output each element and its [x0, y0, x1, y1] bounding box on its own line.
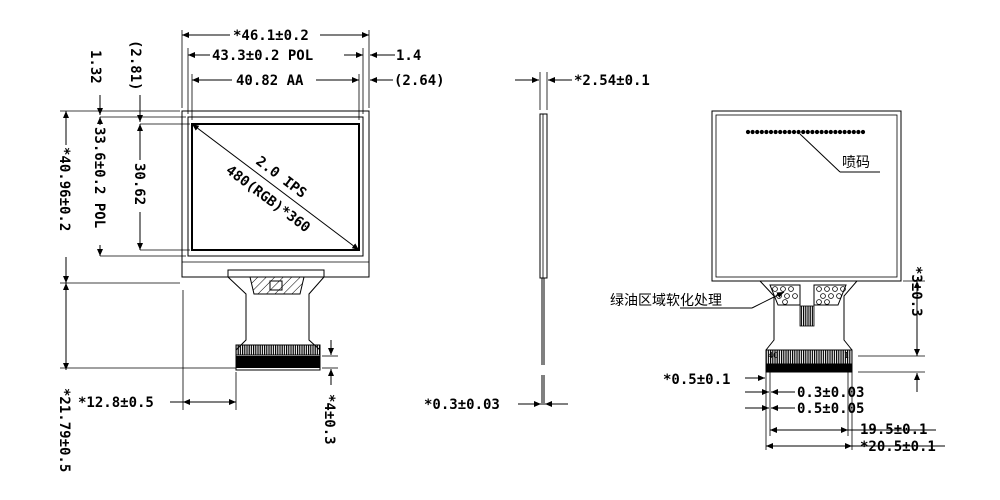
- code-dot: [856, 129, 861, 135]
- green-oil-dot: [824, 299, 830, 305]
- green-oil-dot: [784, 293, 790, 299]
- dim-pol-height: 33.6±0.2 POL: [91, 127, 107, 228]
- dim-overall-width: *46.1±0.2: [233, 28, 309, 44]
- dim-pins-span: 19.5±0.1: [860, 422, 927, 438]
- code-dot: [810, 129, 815, 135]
- fpc-contact-pins: [235, 344, 321, 356]
- fpc-hatch-area: [249, 276, 305, 295]
- green-oil-dot: [824, 286, 830, 292]
- code-dot: [805, 129, 810, 135]
- fpc-stiffener: [236, 356, 320, 368]
- code-dot: [764, 129, 769, 135]
- code-dot: [778, 129, 783, 135]
- green-oil-dot: [788, 286, 794, 292]
- front-view: 2.0 IPS 480(RGB)*360 *46.1±0.2 43.3±0.2 …: [56, 26, 445, 472]
- dim-stiffener: *4±0.3: [321, 394, 337, 445]
- green-oil-dot: [832, 286, 838, 292]
- code-dot: [819, 129, 824, 135]
- code-dot: [833, 129, 838, 135]
- dim-pol-width: 43.3±0.2 POL: [212, 48, 313, 64]
- dim-fpc-total: *20.5±0.1: [860, 439, 936, 455]
- dim-overall-height: *40.96±0.2: [56, 147, 72, 231]
- code-dot: [837, 129, 843, 135]
- code-dot: [814, 129, 820, 135]
- dim-fpc-thickness: *0.3±0.03: [424, 397, 500, 413]
- dim-pitch-tol: *0.5±0.1: [663, 372, 730, 388]
- code-dot: [745, 129, 751, 135]
- green-oil-dot: [836, 293, 842, 299]
- code-dot: [847, 129, 852, 135]
- green-oil-dot: [840, 286, 846, 292]
- code-dot: [773, 129, 778, 135]
- dim-aa-offset: (2.64): [394, 73, 445, 89]
- polarizer-outline: [187, 116, 364, 257]
- code-dot: [828, 129, 833, 135]
- code-dot: [860, 129, 866, 135]
- green-oil-label: 绿油区域软化处理: [610, 293, 722, 309]
- dim-top-offset-paren: (2.81): [127, 40, 143, 91]
- code-dot: [759, 129, 764, 135]
- print-code-dots: [745, 129, 866, 135]
- dim-fpc-width: *12.8±0.5: [78, 395, 154, 411]
- code-dot: [796, 129, 801, 135]
- code-dot: [801, 129, 806, 135]
- dim-pin-pitch: 0.5±0.05: [797, 401, 864, 417]
- side-view: *2.54±0.1 *0.3±0.03: [424, 72, 650, 413]
- code-dot: [851, 129, 856, 135]
- code-dot: [755, 129, 760, 135]
- back-view: 喷码 40 1 绿油区域软化处理 *3±0.3 *0.5±0.1 0.3±0.0…: [610, 110, 945, 455]
- fpc-joint: [227, 269, 325, 278]
- green-oil-dot: [816, 286, 822, 292]
- green-oil-dot: [772, 286, 778, 292]
- dim-fpc-bend: *3±0.3: [908, 266, 924, 317]
- code-dot: [768, 129, 774, 135]
- code-dot: [782, 129, 787, 135]
- fpc-outline: [226, 276, 326, 371]
- dim-total-length: *21.79±0.5: [56, 388, 72, 472]
- code-dot: [791, 129, 797, 135]
- green-oil-dot: [782, 299, 788, 305]
- code-dot: [787, 129, 792, 135]
- print-leader: [799, 133, 841, 173]
- code-dot: [842, 129, 847, 135]
- back-contact-pins: [765, 349, 853, 365]
- fpc-hole: [269, 280, 283, 291]
- aa-diagonal: [191, 123, 360, 251]
- dim-pin-width: 0.3±0.03: [797, 385, 864, 401]
- pin-40-label: 40: [768, 351, 778, 360]
- green-oil-dot: [792, 293, 798, 299]
- dim-aa-width: 40.82 AA: [236, 73, 304, 89]
- dim-thickness: *2.54±0.1: [574, 73, 650, 89]
- pin-1-label: 1: [844, 351, 849, 360]
- dim-aa-height: 30.62: [131, 163, 147, 205]
- green-oil-leader: [751, 291, 785, 309]
- back-outline: [711, 110, 902, 282]
- code-dot: [750, 129, 755, 135]
- side-panel: [539, 113, 548, 279]
- dim-pol-offset: 1.4: [396, 48, 421, 64]
- green-oil-dot: [780, 286, 786, 292]
- print-label: 喷码: [842, 155, 870, 171]
- green-oil-dot: [820, 293, 826, 299]
- dim-top-offset: 1.32: [87, 50, 103, 84]
- green-oil-dot: [816, 299, 822, 305]
- code-dot: [824, 129, 829, 135]
- green-oil-dot: [828, 293, 834, 299]
- fpc-mid-pads: [799, 305, 815, 327]
